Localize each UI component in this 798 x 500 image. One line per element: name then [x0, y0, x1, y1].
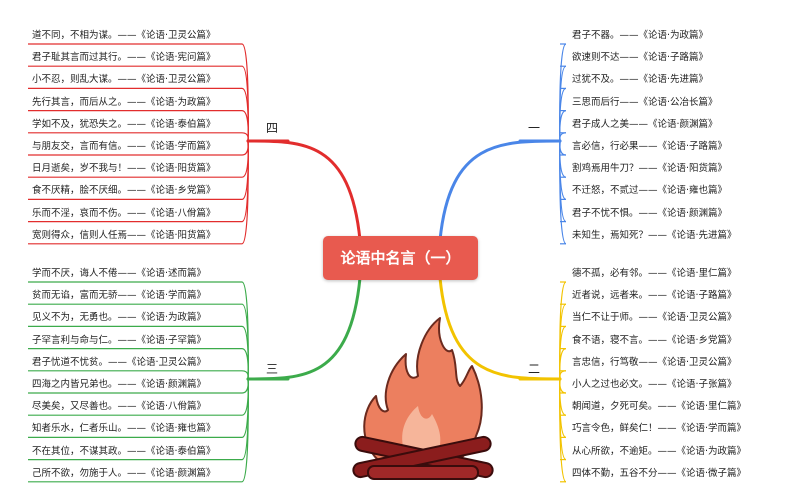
- quote-leaf: 学如不及，犹恐失之。——《论语·泰伯篇》: [32, 118, 216, 130]
- quote-leaf: 言忠信，行笃敬——《论语·卫灵公篇》: [572, 356, 737, 368]
- quote-leaf: 割鸡焉用牛刀？——《论语·阳货篇》: [572, 163, 728, 175]
- quote-leaf: 四海之内皆兄弟也。——《论语·颜渊篇》: [32, 379, 207, 390]
- branch-label-one: 一: [528, 121, 541, 135]
- quote-leaf: 欲速则不达——《论语·子路篇》: [572, 52, 709, 64]
- quote-leaf: 小不忍，则乱大谋。——《论语·卫灵公篇》: [32, 74, 216, 86]
- quote-leaf: 贫而无谄，富而无骄——《论语·学而篇》: [32, 290, 207, 302]
- quote-leaf: 知者乐水，仁者乐山。——《论语·雍也篇》: [32, 423, 216, 435]
- central-topic: 论语中名言（一）: [323, 236, 478, 280]
- quote-leaf: 不在其位，不谋其政。——《论语·泰伯篇》: [32, 445, 216, 457]
- quote-leaf: 德不孤，必有邻。——《论语·里仁篇》: [572, 268, 737, 279]
- quote-leaf: 小人之过也必文。——《论语·子张篇》: [572, 379, 737, 390]
- quote-leaf: 宽则得众，信则人任焉——《论语·阳货篇》: [32, 229, 216, 241]
- quote-leaf: 乐而不淫，哀而不伤。——《论语·八佾篇》: [32, 207, 216, 219]
- branch-label-three: 三: [266, 362, 279, 376]
- quote-leaf: 先行其言，而后从之。——《论语·为政篇》: [32, 96, 216, 108]
- quote-leaf: 己所不欲，勿施于人。——《论语·颜渊篇》: [32, 467, 216, 479]
- quote-leaf: 与朋友交，言而有信。——《论语·学而篇》: [32, 141, 216, 152]
- log-3: [367, 465, 479, 480]
- flame-shape: [363, 317, 483, 465]
- quote-leaf: 言必信，行必果——《论语·子路篇》: [572, 141, 728, 152]
- flame-inner: [402, 406, 441, 456]
- quote-leaf: 四体不勤，五谷不分——《论语·微子篇》: [572, 467, 747, 479]
- quote-leaf: 三思而后行——《论语·公冶长篇》: [572, 96, 718, 108]
- quote-leaf: 日月逝矣，岁不我与！——《论语·阳货篇》: [32, 163, 216, 175]
- leaf-connector: [241, 378, 249, 483]
- branch-label-two: 二: [528, 362, 541, 376]
- leaf-connector: [241, 132, 249, 142]
- quote-leaf: 食不厌精，脍不厌细。——《论语·乡党篇》: [32, 185, 216, 197]
- quote-leaf: 君子不器。——《论语·为政篇》: [572, 30, 709, 41]
- quote-leaf: 当仁不让于师。——《论语·卫灵公篇》: [572, 312, 737, 324]
- quote-leaf: 未知生，焉知死？——《论语·先进篇》: [572, 229, 737, 241]
- quote-leaf: 学而不厌，诲人不倦——《论语·述而篇》: [32, 268, 207, 279]
- leaf-connector: [559, 140, 567, 245]
- firewood-logs: [352, 435, 494, 480]
- campfire-illustration: [352, 317, 494, 480]
- branch-label-four: 四: [266, 121, 279, 135]
- quote-leaf: 从心所欲，不逾矩。——《论语·为政篇》: [572, 445, 747, 457]
- quote-leaf: 君子不忧不惧。——《论语·颜渊篇》: [572, 207, 728, 219]
- quote-leaf: 食不语，寝不言。——《论语·乡党篇》: [572, 334, 737, 346]
- leaf-connector: [241, 140, 249, 245]
- quote-leaf: 君子忧道不忧贫。——《论语·卫灵公篇》: [32, 356, 207, 368]
- leaf-connector: [559, 378, 567, 483]
- leaf-connector: [241, 370, 249, 380]
- quote-leaf: 巧言令色，鲜矣仁！——《论语·学而篇》: [572, 423, 747, 435]
- quote-leaf: 见义不为，无勇也。——《论语·为政篇》: [32, 312, 207, 324]
- quote-leaf: 尽美矣，又尽善也。——《论语·八佾篇》: [32, 401, 207, 413]
- quote-leaf: 不迁怒，不贰过——《论语·雍也篇》: [572, 185, 728, 197]
- quote-leaf: 近者说，远者来。——《论语·子路篇》: [572, 290, 737, 302]
- quote-leaf: 道不同，不相为谋。——《论语·卫灵公篇》: [32, 30, 216, 41]
- quote-leaf: 君子成人之美——《论语·颜渊篇》: [572, 118, 718, 130]
- quote-leaf: 过犹不及。——《论语·先进篇》: [572, 74, 709, 86]
- quote-leaf: 子罕言利与命与仁。——《论语·子罕篇》: [32, 334, 207, 346]
- quote-leaf: 朝闻道，夕死可矣。——《论语·里仁篇》: [572, 401, 747, 413]
- quote-leaf: 君子耻其言而过其行。——《论语·宪问篇》: [32, 52, 216, 64]
